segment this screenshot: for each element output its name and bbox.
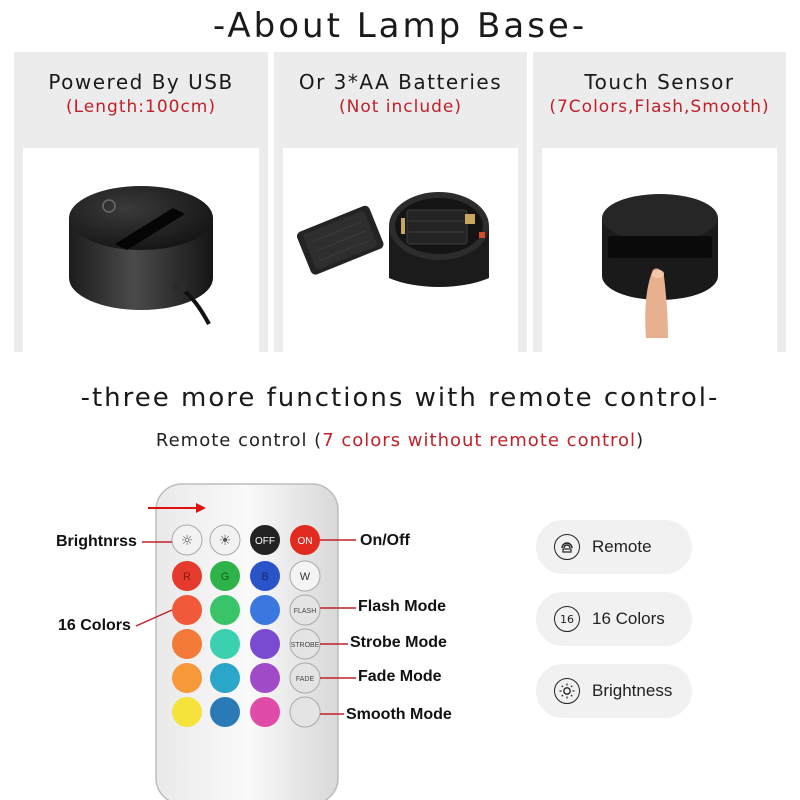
touch-panel-title: Touch Sensor [584, 70, 735, 94]
brightness-down-button [209, 524, 241, 556]
battery-panel: Or 3*AA Batteries (Not include) [274, 52, 527, 352]
battery-lamp-base-photo [283, 148, 518, 352]
remote-feature-pill: Remote [536, 520, 692, 574]
section-title: -three more functions with remote contro… [80, 383, 720, 413]
on-button-label: ON [298, 536, 313, 547]
remote-icon [554, 534, 580, 560]
white-button-label: W [300, 571, 311, 583]
strobe-button-label: STROBE [291, 642, 320, 649]
off-button [250, 525, 280, 555]
fade-button-label: FADE [296, 676, 315, 683]
touch-panel-header: Touch Sensor (7Colors,Flash,Smooth) [533, 52, 786, 148]
touch-panel: Touch Sensor (7Colors,Flash,Smooth) [533, 52, 786, 352]
sun-icon: ☀ [219, 533, 232, 549]
usb-panel-header: Powered By USB (Length:100cm) [14, 52, 268, 148]
flash-button-label: FLASH [294, 608, 317, 615]
colors-feature-pill: 16 16 Colors [536, 592, 692, 646]
brightness-up-button [171, 524, 203, 556]
usb-panel: Powered By USB (Length:100cm) [14, 52, 268, 352]
usb-panel-title: Powered By USB [48, 70, 234, 94]
colors-feature-label: 16 Colors [592, 609, 665, 628]
battery-panel-title: Or 3*AA Batteries [298, 70, 503, 94]
brightness-feature-pill: Brightness [536, 664, 692, 718]
smooth-mode-callout: Smooth Mode [346, 706, 452, 723]
section-subtitle-suffix: ) [636, 430, 645, 451]
section-subtitle-highlight: 7 colors without remote control [322, 430, 637, 451]
off-button-label: OFF [255, 536, 275, 547]
remote-feature-label: Remote [592, 537, 652, 556]
section-subtitle-prefix: Remote control ( [155, 430, 323, 451]
sixteen-icon: 16 [554, 606, 580, 632]
battery-panel-subtitle: (Not include) [338, 97, 463, 117]
touch-panel-subtitle: (7Colors,Flash,Smooth) [549, 97, 770, 117]
section-subtitle: Remote control (7 colors without remote … [0, 430, 800, 451]
usb-panel-subtitle: (Length:100cm) [66, 97, 216, 117]
red-button-label: R [183, 571, 191, 583]
brightness-callout: Brightnrss [56, 533, 137, 550]
fade-mode-callout: Fade Mode [358, 668, 442, 685]
on-off-callout: On/Off [360, 532, 410, 549]
green-button-label: G [221, 571, 230, 583]
brightness-feature-label: Brightness [592, 681, 673, 700]
remote-control-illustration: OFF ON ☼ ☀ R G B W FLASH STROBE FADE [0, 468, 470, 800]
touch-sensor-lamp-base-photo [542, 148, 777, 352]
usb-lamp-base-photo [23, 148, 259, 352]
battery-panel-header: Or 3*AA Batteries (Not include) [274, 52, 527, 148]
strobe-mode-callout: Strobe Mode [350, 634, 447, 651]
sun-icon: ☼ [181, 533, 194, 549]
blue-button-label: B [261, 571, 268, 583]
brightness-icon [554, 678, 580, 704]
page-title: -About Lamp Base- [212, 6, 588, 46]
on-button [290, 525, 320, 555]
colors-callout: 16 Colors [58, 617, 131, 634]
flash-mode-callout: Flash Mode [358, 598, 447, 615]
